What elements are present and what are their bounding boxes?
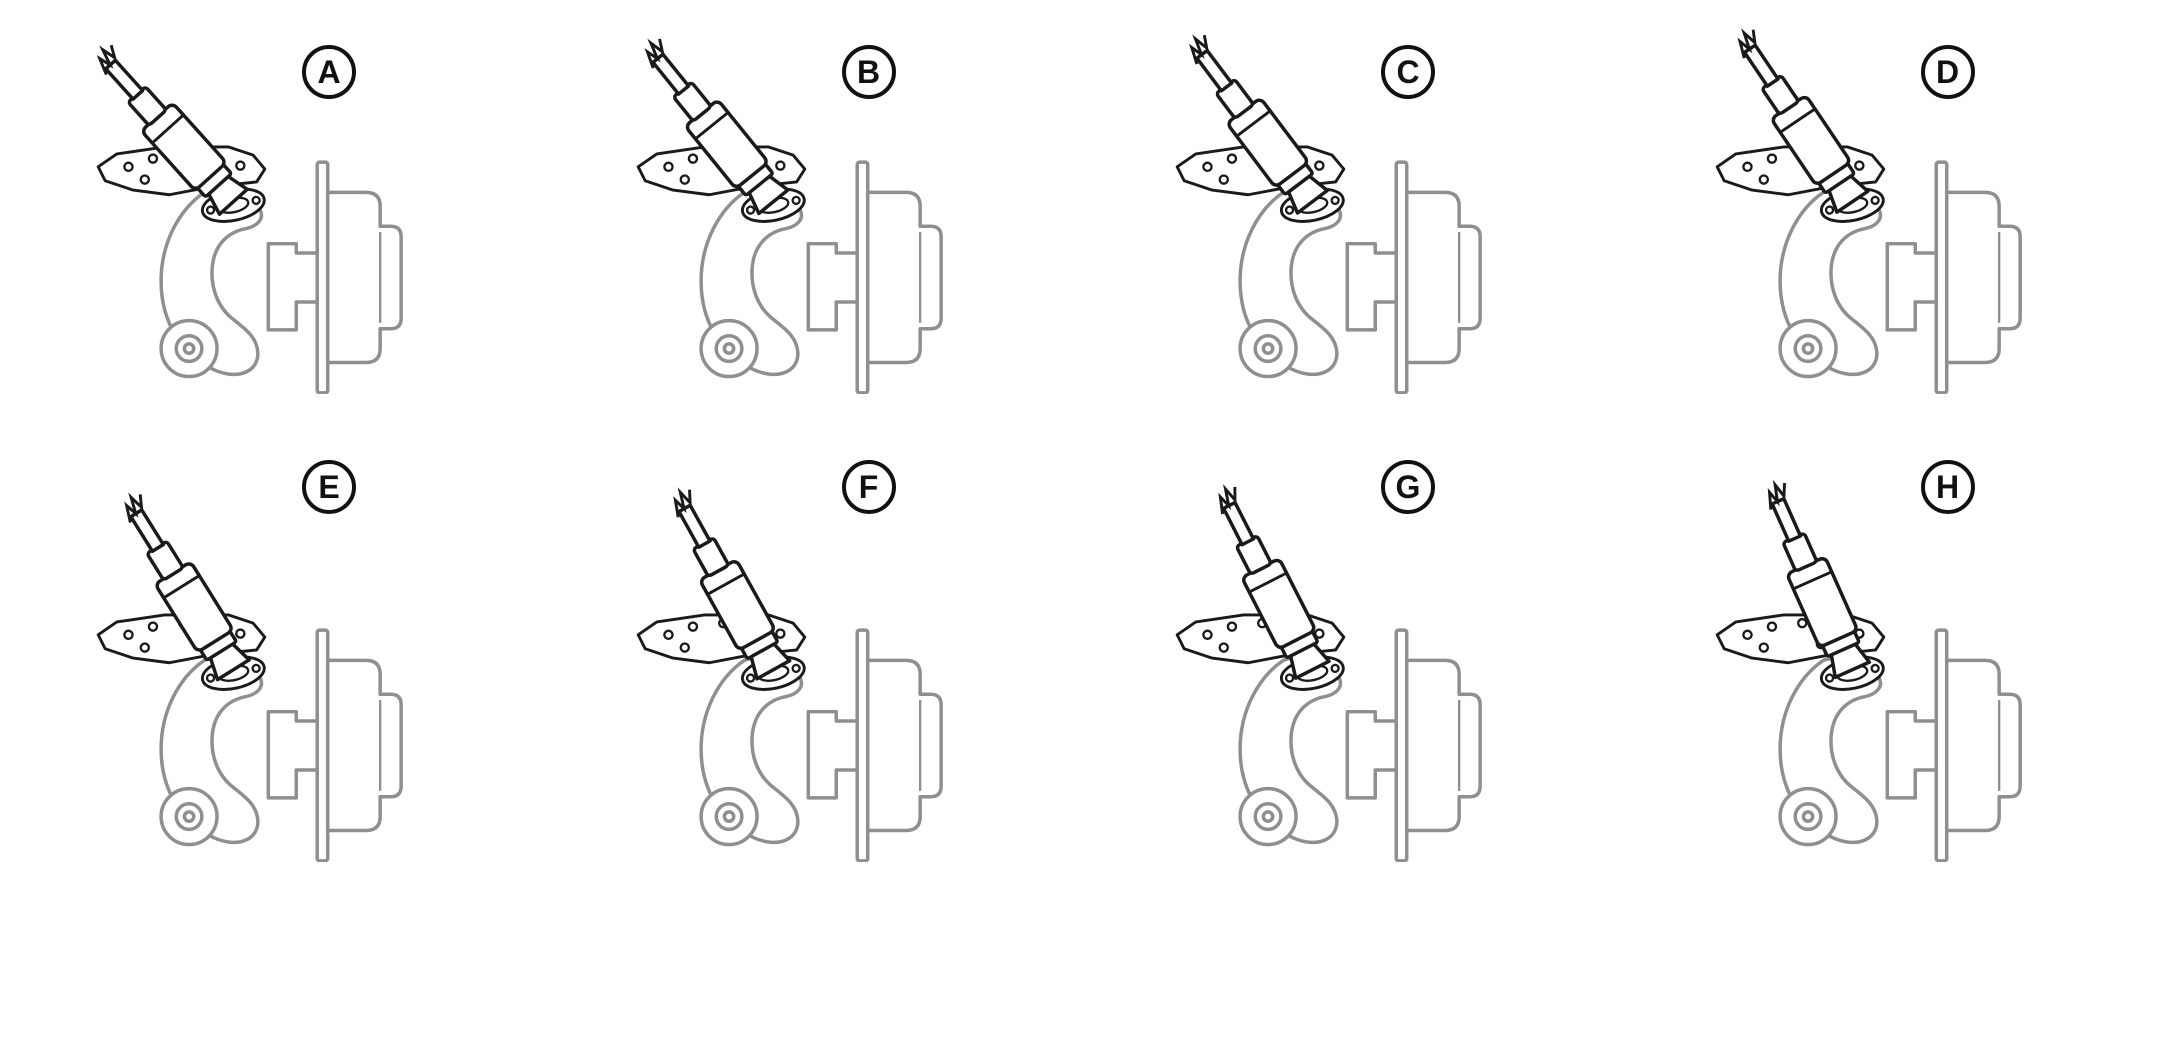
variant-letter: C — [1396, 54, 1420, 90]
suspension-assembly-illustration — [635, 482, 943, 862]
variant-panel-e: E — [0, 440, 540, 1042]
suspension-assembly-illustration — [1714, 22, 2022, 394]
variant-panel-a: A — [0, 0, 540, 440]
suspension-assembly-illustration — [1714, 476, 2022, 862]
variant-label-badge: G — [1381, 460, 1435, 514]
variant-panel-g: G — [1079, 440, 1619, 1042]
variant-letter: A — [317, 54, 341, 90]
variant-letter: F — [858, 469, 879, 505]
variant-panel-b: B — [540, 0, 1080, 440]
variant-letter: D — [1935, 54, 1960, 90]
variant-panel-f: F — [540, 440, 1080, 1042]
variant-label-badge: E — [302, 460, 356, 514]
suspension-assembly-illustration — [1173, 27, 1482, 394]
suspension-assembly-illustration — [1175, 479, 1482, 862]
variant-label-badge: H — [1920, 460, 1975, 514]
variant-panel-c: C — [1079, 0, 1619, 440]
suspension-assembly-illustration — [96, 486, 403, 862]
variant-letter: E — [318, 469, 340, 505]
variant-label-badge: A — [302, 45, 356, 99]
variant-letter: B — [856, 54, 881, 90]
suspension-assembly-illustration — [628, 31, 943, 394]
variant-panel-d: D — [1619, 0, 2158, 440]
variant-label-badge: D — [1920, 45, 1975, 99]
suspension-assembly-illustration — [81, 37, 403, 394]
variant-letter: G — [1395, 469, 1421, 505]
variant-letter: H — [1935, 469, 1960, 505]
variant-label-badge: F — [841, 460, 896, 514]
variant-label-badge: C — [1381, 45, 1435, 99]
variant-panel-h: H — [1619, 440, 2158, 1042]
variant-label-badge: B — [841, 45, 896, 99]
